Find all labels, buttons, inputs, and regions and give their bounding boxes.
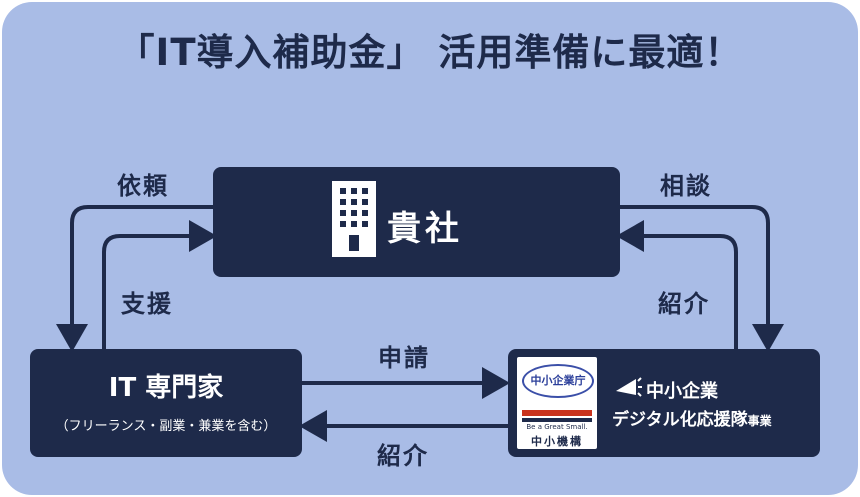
label-consult: 相談 [660, 172, 712, 200]
logo-panel: 中小企業庁 Be a Great Small. 中小機構 [517, 357, 597, 449]
label-introduce-right: 紹介 [658, 290, 710, 318]
smrj-name: 中小機構 [531, 435, 583, 448]
smrj-tagline: Be a Great Small. [526, 423, 588, 431]
label-apply: 申請 [378, 344, 430, 372]
arrow-introduce-right [616, 220, 738, 349]
expert-subtitle: （フリーランス・副業・兼業を含む） [55, 419, 277, 434]
company-box: 貴社 [213, 167, 620, 277]
office-line1: 中小企業 [646, 381, 718, 402]
page-title: 「IT導入補助金」 活用準備に最適！ [117, 31, 743, 74]
building-icon [332, 181, 376, 257]
it-expert-box: IT 専門家 （フリーランス・副業・兼業を含む） [30, 349, 302, 457]
company-label: 貴社 [387, 209, 463, 249]
office-line2: デジタル化応援隊事業 [612, 405, 772, 430]
office-line2-suffix: 事業 [747, 414, 772, 428]
label-support: 支援 [121, 290, 173, 318]
smrj-logo-bar-navy [522, 418, 592, 422]
arrow-support [102, 220, 217, 349]
smrj-logo-bar-red [522, 410, 592, 416]
megaphone-icon [616, 377, 642, 397]
sme-agency-logo: 中小企業庁 [522, 364, 594, 398]
arrow-consult [620, 205, 784, 352]
support-office-box: 中小企業庁 Be a Great Small. 中小機構 中小企業 デジタル化応… [508, 349, 820, 457]
arrow-request [56, 205, 213, 352]
office-line2-main: デジタル化応援隊 [612, 410, 748, 430]
label-introduce-bottom: 紹介 [377, 442, 429, 470]
label-request: 依頼 [117, 172, 169, 200]
expert-title: IT 専門家 [108, 373, 224, 403]
